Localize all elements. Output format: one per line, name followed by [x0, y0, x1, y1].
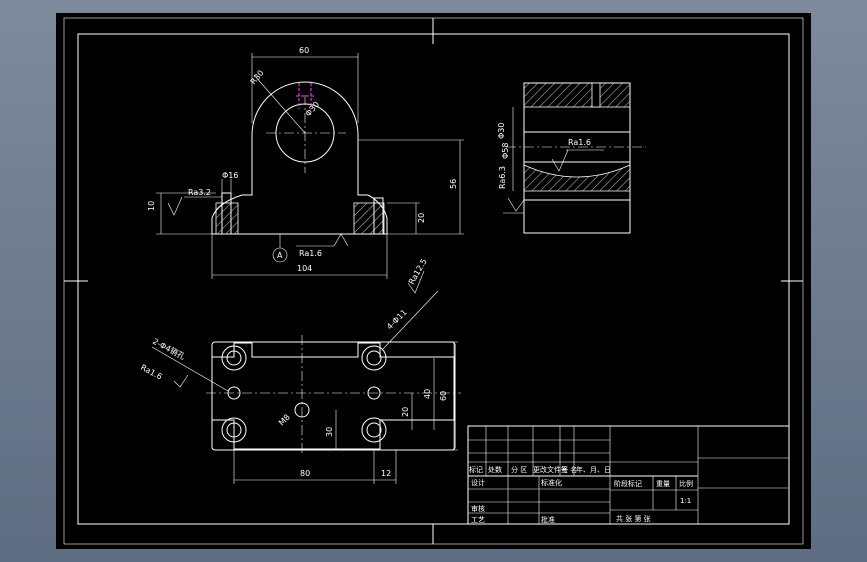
outer-border [63, 17, 804, 545]
dim-radius: R30 [249, 68, 266, 86]
note-center-hole: M8 [277, 413, 292, 428]
tb-row-label-2: 分 区 [511, 465, 527, 474]
dim-base-height: 20 [417, 213, 426, 223]
tb-sheets: 共 张 第 张 [616, 514, 651, 523]
tb-scale-value: 1:1 [680, 497, 691, 505]
datum-label: A [277, 251, 283, 260]
front-view: 60 R30 Φ30 Φ16 Ra3.2 10 56 20 Ra1.6 A [147, 46, 464, 279]
dim-height-total: 56 [449, 179, 458, 189]
roughness-pin: Ra1.6 [139, 363, 164, 382]
dim-bore-side: Φ30 [497, 123, 506, 139]
roughness-bore: Ra1.6 [568, 138, 591, 147]
dim-top-30: 30 [325, 427, 334, 437]
dim-top-20: 20 [401, 407, 410, 417]
roughness-bolt: Ra12.5 [407, 257, 429, 286]
dim-bore-front: Φ30 [304, 100, 321, 118]
tb-row-label-4: 签 名 [561, 465, 577, 474]
tb-weight: 重量 [656, 480, 670, 488]
dim-top-80: 80 [300, 469, 310, 478]
roughness-side: Ra6.3 [498, 166, 507, 189]
note-bolt-holes: 4-Φ11 [385, 308, 409, 332]
tb-review: 审核 [471, 504, 485, 513]
tb-process: 工艺 [471, 516, 485, 524]
tb-scale: 比例 [679, 479, 693, 488]
note-pin-holes: 2-Φ4销孔 [151, 336, 187, 361]
dim-base-width: 104 [297, 264, 312, 273]
tb-approve: 批准 [541, 515, 555, 524]
tb-row-label-3: 更改文件号 [533, 465, 568, 474]
drawing-sheet[interactable]: 60 R30 Φ30 Φ16 Ra3.2 10 56 20 Ra1.6 A [56, 13, 811, 549]
tb-row-label-5: 年、月、日 [576, 465, 611, 474]
dim-top-12: 12 [381, 469, 391, 478]
roughness-left: Ra3.2 [188, 188, 211, 197]
roughness-bottom: Ra1.6 [299, 249, 322, 258]
dim-width-top: 60 [299, 46, 309, 55]
tb-standardize: 标准化 [541, 478, 562, 487]
top-view: 2-Φ4销孔 Ra1.6 4-Φ11 Ra12.5 M8 30 40 60 20… [139, 257, 461, 484]
tb-row-label-0: 标记 [469, 465, 483, 474]
tb-stage-mark: 阶段标记 [614, 479, 642, 488]
dim-inner-side: Φ58 [501, 143, 510, 159]
tb-design: 设计 [471, 478, 485, 487]
drawing-canvas[interactable]: 60 R30 Φ30 Φ16 Ra3.2 10 56 20 Ra1.6 A [56, 13, 811, 549]
dim-height-left: 10 [147, 201, 156, 211]
title-block: 标记 处数 分 区 更改文件号 签 名 年、月、日 设计 标准化 审核 工艺 批… [467, 425, 790, 525]
dim-hole-dia: Φ16 [222, 171, 238, 180]
tb-row-label-1: 处数 [488, 465, 502, 474]
dim-top-40: 40 [423, 389, 432, 399]
dim-top-60: 60 [439, 391, 448, 401]
side-view: Φ30 Φ58 Ra1.6 Ra6.3 [497, 82, 646, 234]
